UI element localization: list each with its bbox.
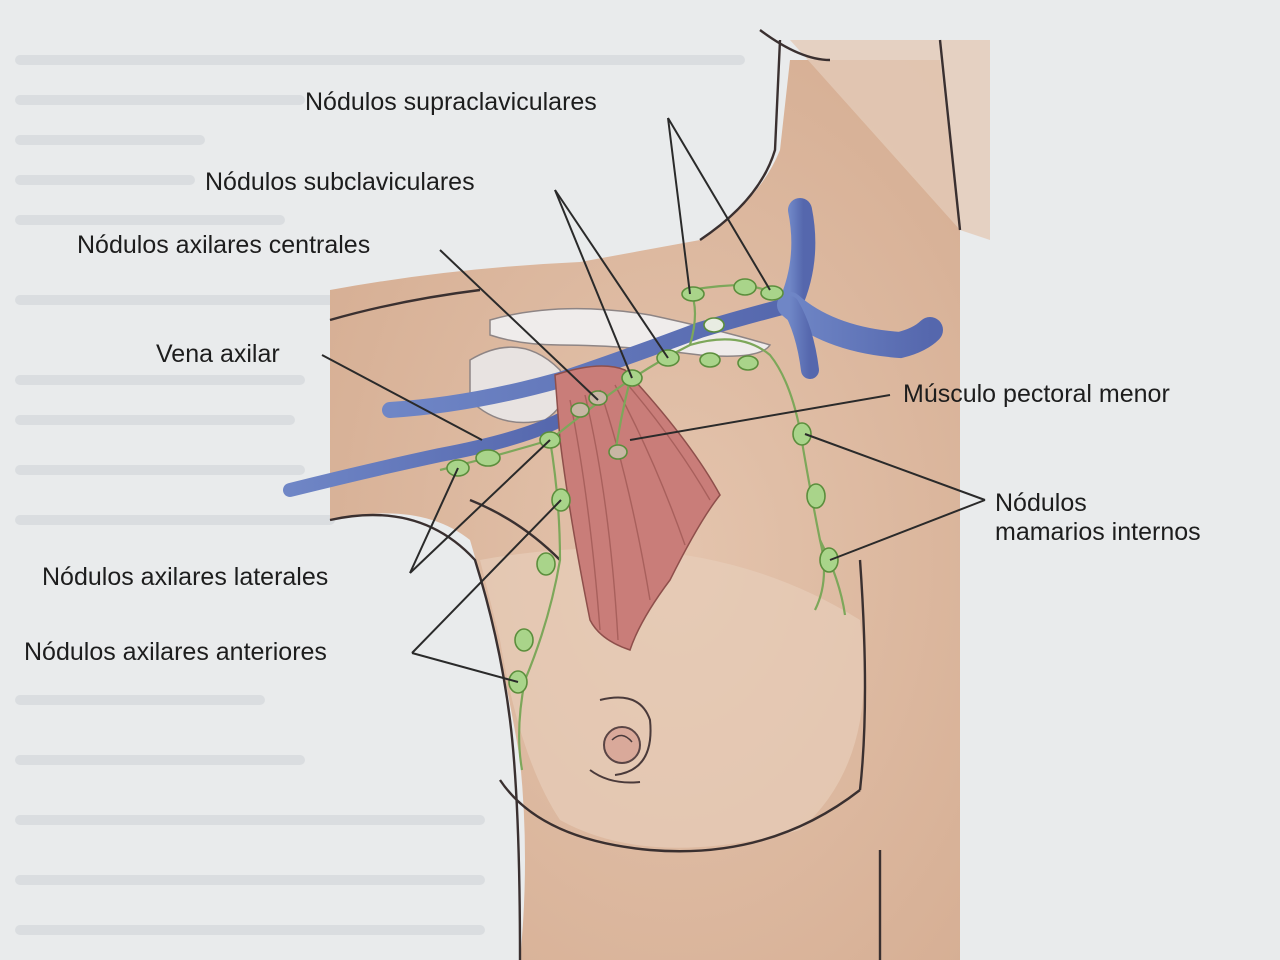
lymph-node xyxy=(681,286,705,302)
lymph-node xyxy=(699,352,721,368)
label-internal-mammary-line1: Nódulos xyxy=(995,489,1087,517)
lymph-node xyxy=(608,444,628,460)
leader-subcl-1 xyxy=(554,189,633,379)
lymph-node xyxy=(703,317,725,333)
pectoralis-minor-muscle xyxy=(554,365,721,651)
label-supraclavicular: Nódulos supraclaviculares xyxy=(305,88,597,116)
label-internal-mammary-line2: mamarios internos xyxy=(995,517,1201,546)
label-pectoralis-minor: Músculo pectoral menor xyxy=(903,380,1170,408)
lymph-node xyxy=(475,449,501,467)
lymph-node xyxy=(819,547,839,573)
lymph-node xyxy=(570,402,590,418)
leader-anterior-2 xyxy=(411,652,519,683)
leader-mammary-2 xyxy=(829,499,986,561)
label-internal-mammary: Nódulos mamarios internos xyxy=(995,489,1201,547)
leader-anterior-1 xyxy=(411,499,562,654)
lymph-node xyxy=(737,355,759,371)
leader-pectoral xyxy=(629,394,891,441)
label-anterior: Nódulos axilares anteriores xyxy=(24,638,327,666)
label-axillary-vein: Vena axilar xyxy=(156,340,280,368)
leader-lines xyxy=(321,117,986,683)
breast-shading xyxy=(480,548,864,848)
lymph-node xyxy=(514,628,534,652)
veins xyxy=(283,198,943,497)
nipple xyxy=(589,696,652,784)
neck-skin xyxy=(790,40,990,240)
leader-supra-1 xyxy=(667,117,691,295)
clavicle-bone xyxy=(489,307,772,357)
leader-lateral-2 xyxy=(409,439,551,574)
lymph-node xyxy=(733,278,757,296)
label-subclavicular: Nódulos subclaviculares xyxy=(205,168,475,196)
leader-lateral-1 xyxy=(409,467,459,574)
leader-supra-2 xyxy=(667,117,771,291)
lymph-node xyxy=(792,422,812,446)
leader-vein xyxy=(321,354,483,441)
lymph-node xyxy=(760,285,784,301)
lymph-node xyxy=(536,552,556,576)
leader-subcl-2 xyxy=(554,189,669,359)
label-central: Nódulos axilares centrales xyxy=(77,231,371,259)
lymph-node xyxy=(806,483,826,509)
leader-central xyxy=(439,249,599,401)
body-outlines xyxy=(329,29,962,960)
label-lateral: Nódulos axilares laterales xyxy=(42,563,329,591)
background-text-lines xyxy=(15,55,745,935)
leader-mammary-1 xyxy=(804,433,986,501)
